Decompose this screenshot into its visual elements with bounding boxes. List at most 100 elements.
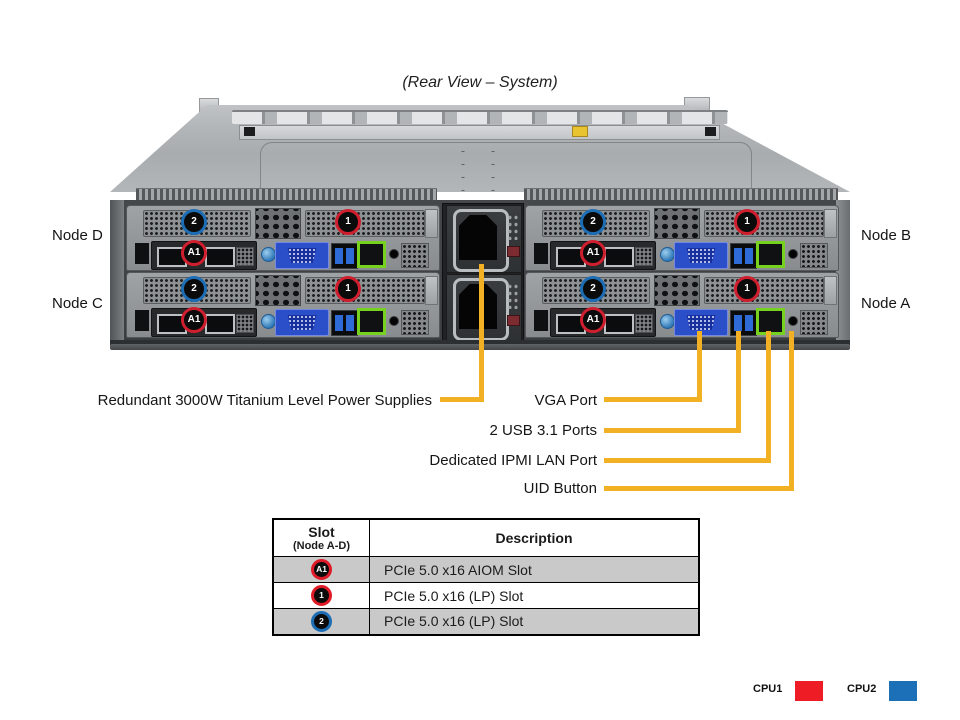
aiom-vent <box>635 247 653 266</box>
node-a-label: Node A <box>861 295 911 312</box>
usb-callout-line <box>604 428 741 433</box>
tray-handle <box>135 310 149 331</box>
pcie-slot1-vent <box>704 277 824 304</box>
aiom-lan-port-2 <box>604 314 634 334</box>
table-row: A1 PCIe 5.0 x16 AIOM Slot <box>272 556 700 583</box>
aiom-badge: A1 <box>311 559 332 580</box>
center-vent-block <box>255 208 301 239</box>
slot-header-line1: Slot <box>308 523 335 540</box>
ipmi-callout-line <box>604 458 771 463</box>
cpu2-color-swatch <box>889 681 917 701</box>
lid-latch-left <box>244 127 255 136</box>
table-header-row: Slot (Node A-D) Description <box>272 518 700 557</box>
center-vent-block <box>654 208 700 239</box>
thumbscrew <box>261 314 276 329</box>
pcie-slot1-vent <box>305 210 425 237</box>
uid-callout-line <box>789 331 794 491</box>
slot1-badge: 1 <box>335 209 361 235</box>
usb-callout-line <box>736 331 741 433</box>
chassis-wall-right <box>836 200 850 340</box>
power-supply-2 <box>446 274 522 342</box>
table-row: 2 PCIe 5.0 x16 (LP) Slot <box>272 608 700 635</box>
aiom-module <box>550 241 656 270</box>
aiom-vent <box>236 314 254 333</box>
slot1-badge: 1 <box>311 585 332 606</box>
uid-button <box>788 249 798 259</box>
node-b-tray: 2 1 A1 <box>525 205 839 271</box>
tray-handle <box>534 310 548 331</box>
psu-latch <box>507 315 520 326</box>
slot2-badge: 2 <box>181 276 207 302</box>
slot-column-header: Slot (Node A-D) <box>272 518 370 557</box>
thumbscrew <box>261 247 276 262</box>
top-recessed-strip <box>239 125 720 140</box>
vga-callout-line <box>604 397 702 402</box>
lid-screws <box>448 145 520 191</box>
node-d-label: Node D <box>52 227 103 244</box>
uid-callout-line <box>604 486 794 491</box>
ipmi-callout-label: Dedicated IPMI LAN Port <box>429 452 597 469</box>
uid-button <box>788 316 798 326</box>
aiom-vent <box>635 314 653 333</box>
psu-callout-label: Redundant 3000W Titanium Level Power Sup… <box>97 392 432 409</box>
slot1-badge: 1 <box>335 276 361 302</box>
psu-vent-dots <box>507 214 519 240</box>
thumbscrew <box>660 314 675 329</box>
top-vent-slots <box>232 110 728 124</box>
uid-button <box>389 249 399 259</box>
psu-latch <box>507 246 520 257</box>
usb-ports <box>331 310 358 336</box>
uid-callout-label: UID Button <box>523 480 597 497</box>
usb-ports <box>331 243 358 269</box>
tray-bracket <box>824 209 837 238</box>
lid-seam <box>260 142 752 198</box>
vga-callout-label: VGA Port <box>534 392 597 409</box>
node-c-tray: 2 1 A1 <box>126 272 440 338</box>
description-cell: PCIe 5.0 x16 (LP) Slot <box>369 608 700 635</box>
ipmi-lan-port <box>357 308 386 335</box>
slot-cell: 1 <box>272 582 370 609</box>
ipmi-lan-port <box>357 241 386 268</box>
cpu1-color-swatch <box>795 681 823 701</box>
usb-ports <box>730 310 757 336</box>
slot2-badge: 2 <box>580 209 606 235</box>
tray-bracket <box>425 209 438 238</box>
power-inlet <box>459 215 497 260</box>
description-cell: PCIe 5.0 x16 AIOM Slot <box>369 556 700 583</box>
pcie-slot1-vent <box>704 210 824 237</box>
vga-port <box>275 309 329 336</box>
tray-handle <box>534 243 548 264</box>
warning-label <box>572 126 588 137</box>
slot1-badge: 1 <box>734 209 760 235</box>
aiom-vent <box>236 247 254 266</box>
psu-vent-dots <box>507 283 519 309</box>
cpu2-legend-label: CPU2 <box>847 683 877 695</box>
right-vent <box>800 243 828 268</box>
aiom-lan-port-2 <box>205 314 235 334</box>
description-column-header: Description <box>369 518 700 557</box>
chassis-wall-left <box>110 200 124 340</box>
slot-description-table: Slot (Node A-D) Description A1 PCIe 5.0 … <box>272 518 700 636</box>
psu-callout-line <box>479 264 484 402</box>
slot-cell: A1 <box>272 556 370 583</box>
aiom-badge: A1 <box>181 307 207 333</box>
right-vent <box>800 310 828 335</box>
vga-callout-line <box>697 331 702 402</box>
aiom-module <box>151 241 257 270</box>
node-c-label: Node C <box>52 295 103 312</box>
vga-port <box>275 242 329 269</box>
slot2-badge: 2 <box>580 276 606 302</box>
right-vent <box>401 310 429 335</box>
tray-handle <box>135 243 149 264</box>
ipmi-callout-line <box>766 331 771 463</box>
aiom-badge: A1 <box>580 240 606 266</box>
thumbscrew <box>660 247 675 262</box>
center-vent-block <box>654 275 700 306</box>
uid-button <box>389 316 399 326</box>
node-b-label: Node B <box>861 227 912 244</box>
aiom-lan-port-2 <box>604 247 634 267</box>
node-d-tray: 2 1 A1 <box>126 205 440 271</box>
table-row: 1 PCIe 5.0 x16 (LP) Slot <box>272 582 700 609</box>
chassis-top-panel <box>110 95 850 202</box>
